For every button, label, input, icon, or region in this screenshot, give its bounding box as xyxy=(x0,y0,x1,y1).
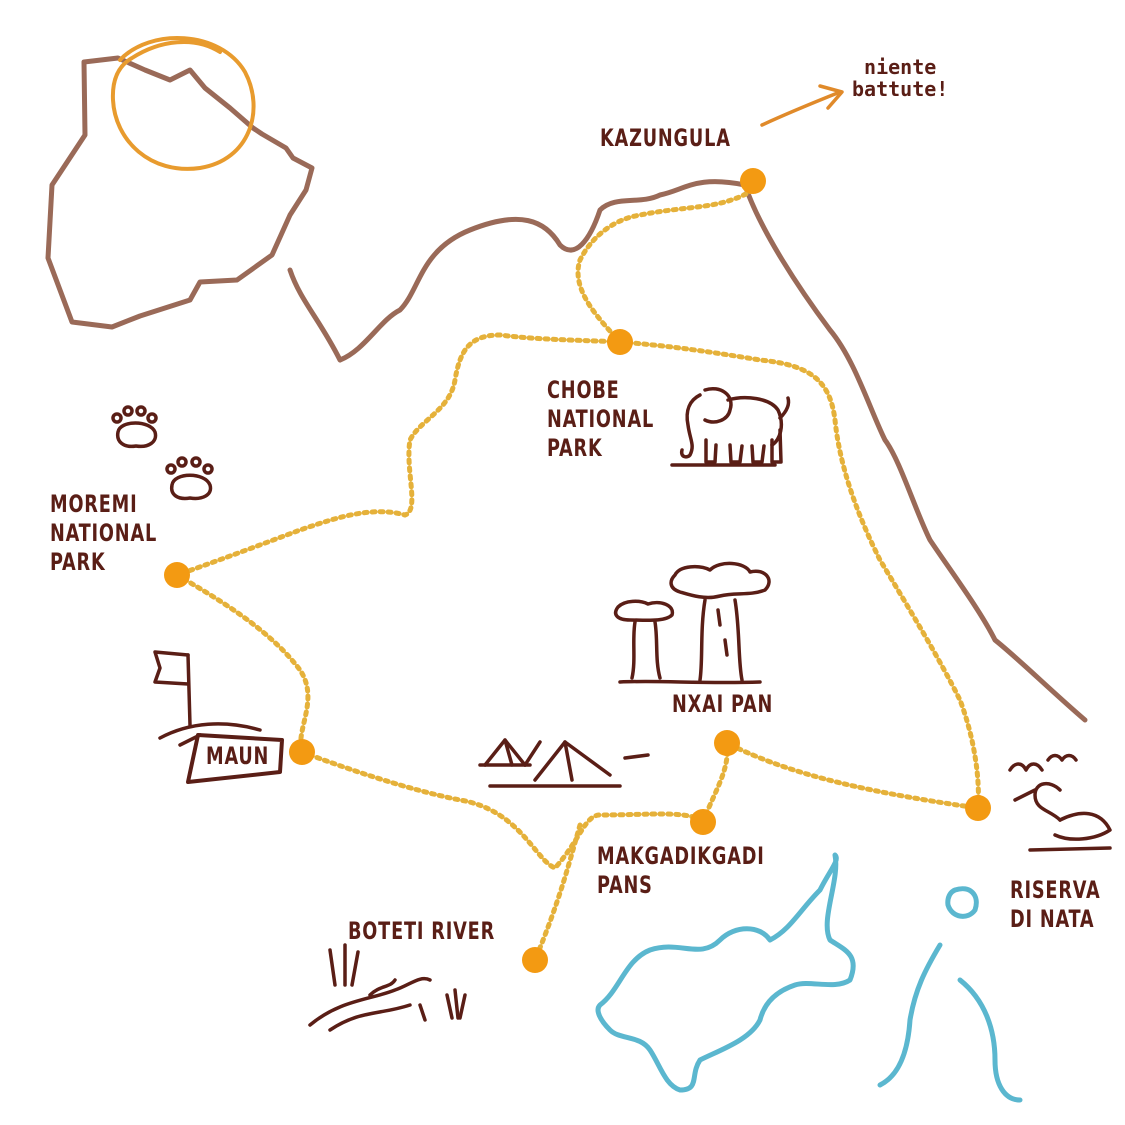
route-line xyxy=(174,187,981,963)
pelican-icon xyxy=(1008,753,1112,852)
route-stops xyxy=(164,168,991,973)
label-boteti-river: BOTETI RIVER xyxy=(348,917,496,945)
inset-country-outline xyxy=(45,55,315,330)
stop-moremi[interactable] xyxy=(164,562,190,588)
maun-sign-icon xyxy=(186,733,284,784)
elephant-icon xyxy=(670,387,791,467)
label-moremi-national-park: MOREMI NATIONAL PARK xyxy=(50,490,158,576)
river-reeds-icon xyxy=(308,943,467,1032)
flag-icon xyxy=(153,650,262,747)
stop-nxai-pan[interactable] xyxy=(714,730,740,756)
stop-nata[interactable] xyxy=(965,795,991,821)
stop-makgadikgadi[interactable] xyxy=(690,809,716,835)
baobab-trees-icon xyxy=(613,561,771,685)
label-chobe-national-park: CHOBE NATIONAL PARK xyxy=(547,376,655,462)
label-kazungula: KAZUNGULA xyxy=(600,124,731,152)
note-niente-battute: niente battute! xyxy=(852,55,949,101)
stop-kazungula[interactable] xyxy=(740,168,766,194)
paw-prints-icon xyxy=(111,405,214,501)
label-nxai-pan: NXAI PAN xyxy=(672,690,774,718)
note-arrow-icon xyxy=(760,84,844,127)
stop-chobe[interactable] xyxy=(607,329,633,355)
label-riserva-di-nata: RISERVA DI NATA xyxy=(1010,876,1101,933)
salt-pans-water-icon xyxy=(595,852,1023,1103)
botswana-inset-icon xyxy=(45,36,315,330)
inset-highlight-circle xyxy=(110,36,256,171)
stop-boteti[interactable] xyxy=(522,947,548,973)
label-makgadikgadi-pans: MAKGADIKGADI PANS xyxy=(597,842,765,899)
label-maun: MAUN xyxy=(206,742,270,770)
tents-icon xyxy=(478,738,650,788)
border-line xyxy=(287,179,1088,723)
stop-maun[interactable] xyxy=(289,739,315,765)
